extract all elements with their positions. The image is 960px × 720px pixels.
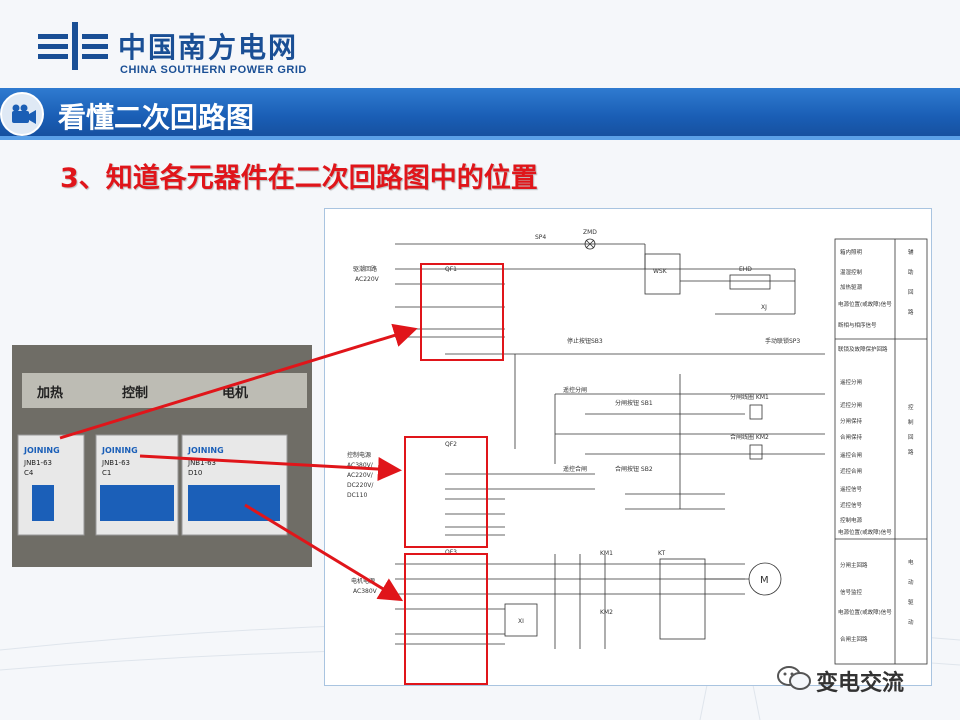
svg-text:遥控合闸: 遥控合闸 bbox=[563, 465, 587, 473]
svg-text:电机电源: 电机电源 bbox=[351, 577, 375, 585]
breaker-3-rating: D10 bbox=[188, 469, 202, 477]
breaker-2-model: JNB1-63 bbox=[101, 459, 130, 467]
svg-text:断相与相序信号: 断相与相序信号 bbox=[838, 321, 877, 329]
svg-text:WSK: WSK bbox=[653, 268, 668, 275]
svg-text:加热驱潮: 加热驱潮 bbox=[840, 283, 863, 291]
svg-text:电: 电 bbox=[908, 558, 914, 566]
slide-title: 看懂二次回路图 bbox=[58, 101, 255, 134]
wechat-watermark: 变电交流 bbox=[776, 662, 936, 696]
svg-text:遥控分闸: 遥控分闸 bbox=[840, 378, 862, 386]
svg-text:DC220V/: DC220V/ bbox=[347, 482, 374, 489]
brand-logo: 中国南方电网 CHINA SOUTHERN POWER GRID bbox=[38, 20, 338, 80]
svg-text:ZMD: ZMD bbox=[583, 229, 597, 236]
svg-text:QF2: QF2 bbox=[445, 441, 457, 448]
svg-text:AC220V/: AC220V/ bbox=[347, 472, 374, 479]
photo-label-control: 控制 bbox=[122, 385, 148, 401]
svg-text:近控分闸: 近控分闸 bbox=[840, 401, 862, 409]
breaker-1-rating: C4 bbox=[24, 469, 34, 477]
camera-icon bbox=[0, 92, 44, 136]
breaker-3-brand: JOINING bbox=[187, 446, 224, 455]
svg-text:动: 动 bbox=[908, 619, 914, 626]
svg-text:箱内照明: 箱内照明 bbox=[840, 248, 863, 256]
svg-text:回: 回 bbox=[908, 434, 914, 441]
svg-text:路: 路 bbox=[908, 308, 914, 316]
breaker-2-rating: C1 bbox=[102, 469, 111, 477]
power-grid-logo-icon bbox=[38, 22, 108, 70]
photo-label-heating: 加热 bbox=[36, 385, 63, 401]
svg-text:控制电源: 控制电源 bbox=[840, 516, 863, 524]
svg-text:联锁及故障保护回路: 联锁及故障保护回路 bbox=[838, 345, 888, 353]
svg-text:信号监控: 信号监控 bbox=[840, 588, 863, 596]
svg-text:遥控合闸: 遥控合闸 bbox=[840, 451, 862, 459]
svg-text:遥控分闸: 遥控分闸 bbox=[563, 386, 587, 394]
svg-text:KM2: KM2 bbox=[600, 609, 613, 616]
svg-text:EHD: EHD bbox=[739, 266, 752, 273]
svg-text:SP4: SP4 bbox=[535, 234, 546, 241]
svg-text:合闸保持: 合闸保持 bbox=[840, 433, 863, 441]
svg-text:驱: 驱 bbox=[908, 599, 914, 606]
svg-text:遥控信号: 遥控信号 bbox=[840, 485, 863, 493]
photo-label-motor: 电机 bbox=[222, 385, 248, 401]
svg-text:AC380V: AC380V bbox=[353, 588, 378, 595]
svg-text:电源位置(或故障)信号: 电源位置(或故障)信号 bbox=[838, 300, 892, 308]
chat-bubbles-icon bbox=[777, 666, 811, 690]
svg-text:制: 制 bbox=[908, 418, 914, 426]
svg-text:KM1: KM1 bbox=[600, 550, 613, 557]
svg-text:温湿控制: 温湿控制 bbox=[840, 268, 863, 276]
svg-text:KT: KT bbox=[658, 550, 665, 557]
svg-text:合闸线圈 KM2: 合闸线圈 KM2 bbox=[730, 433, 769, 441]
svg-text:控制电源: 控制电源 bbox=[347, 451, 371, 459]
svg-text:分闸线圈 KM1: 分闸线圈 KM1 bbox=[730, 393, 769, 401]
circuit-diagram: 驱潮回路 AC220V 控制电源 AC380V/ AC220V/ DC220V/… bbox=[324, 208, 932, 686]
svg-text:停止按钮SB3: 停止按钮SB3 bbox=[567, 337, 603, 345]
circuit-diagram-drawing: 驱潮回路 AC220V 控制电源 AC380V/ AC220V/ DC220V/… bbox=[347, 229, 928, 685]
svg-text:DC110: DC110 bbox=[347, 492, 367, 499]
svg-text:辅: 辅 bbox=[908, 248, 914, 256]
breaker-photo: 加热 控制 电机 JOINING JOINING JOINING JNB1-63… bbox=[12, 345, 312, 567]
svg-text:控: 控 bbox=[908, 403, 914, 411]
qf2-highlight-box bbox=[404, 436, 488, 548]
watermark-text: 变电交流 bbox=[816, 671, 905, 696]
svg-text:回: 回 bbox=[908, 289, 914, 296]
svg-text:XJ: XJ bbox=[761, 304, 767, 311]
svg-text:AC220V: AC220V bbox=[355, 276, 380, 283]
breaker-3-model: JNB1-63 bbox=[187, 459, 216, 467]
svg-text:合闸按钮 SB2: 合闸按钮 SB2 bbox=[615, 465, 653, 473]
svg-text:分闸按钮 SB1: 分闸按钮 SB1 bbox=[615, 399, 653, 407]
qf3-highlight-box bbox=[404, 553, 488, 685]
svg-text:分闸主回路: 分闸主回路 bbox=[840, 561, 868, 569]
svg-text:QF1: QF1 bbox=[445, 266, 457, 273]
svg-text:电源位置(或故障)信号: 电源位置(或故障)信号 bbox=[838, 528, 892, 536]
svg-text:QF3: QF3 bbox=[445, 549, 457, 556]
svg-text:手动联锁SP3: 手动联锁SP3 bbox=[765, 337, 800, 345]
svg-text:XI: XI bbox=[518, 618, 524, 625]
svg-text:驱潮回路: 驱潮回路 bbox=[353, 265, 377, 273]
breaker-2-brand: JOINING bbox=[101, 446, 138, 455]
breaker-1-brand: JOINING bbox=[23, 446, 60, 455]
brand-name-cn: 中国南方电网 bbox=[118, 31, 299, 64]
svg-text:助: 助 bbox=[908, 268, 914, 276]
svg-text:路: 路 bbox=[908, 448, 914, 456]
svg-text:合闸主回路: 合闸主回路 bbox=[840, 635, 868, 643]
breaker-1-model: JNB1-63 bbox=[23, 459, 52, 467]
svg-text:AC380V/: AC380V/ bbox=[347, 462, 374, 469]
qf1-highlight-box bbox=[420, 263, 504, 361]
title-bar: 看懂二次回路图 bbox=[0, 88, 960, 140]
svg-text:M: M bbox=[760, 575, 769, 586]
svg-text:近控合闸: 近控合闸 bbox=[840, 467, 862, 475]
svg-text:近控信号: 近控信号 bbox=[840, 501, 863, 509]
svg-text:动: 动 bbox=[908, 579, 914, 586]
slide-subtitle: 3、知道各元器件在二次回路图中的位置 bbox=[60, 163, 538, 194]
svg-text:电源位置(或故障)信号: 电源位置(或故障)信号 bbox=[838, 608, 892, 616]
svg-text:分闸保持: 分闸保持 bbox=[840, 417, 863, 425]
brand-name-en: CHINA SOUTHERN POWER GRID bbox=[120, 64, 307, 76]
